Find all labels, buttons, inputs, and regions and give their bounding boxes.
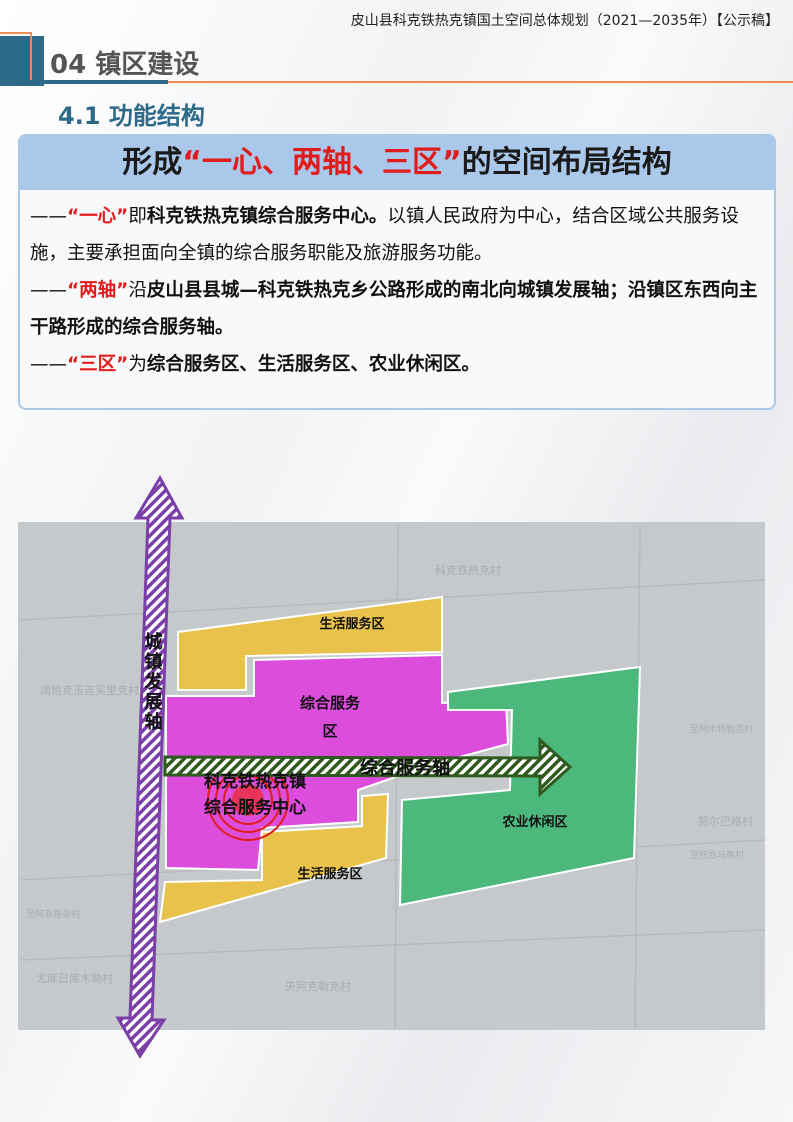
village-label: 至阿亚格亚村 xyxy=(26,908,80,920)
comprehensive-service-axis-arrow xyxy=(163,736,573,798)
zone-label: 区 xyxy=(322,722,337,740)
section-title: 04 镇区建设 xyxy=(50,50,200,80)
subsection-title: 4.1 功能结构 xyxy=(58,102,205,130)
heading-text: 的空间布局结构 xyxy=(461,145,672,180)
village-label: 阔恰克玉吉买里克村 xyxy=(40,683,139,697)
paragraph-three-zones: ——“三区”为综合服务区、生活服务区、农业休闲区。 xyxy=(30,346,764,383)
dash: —— xyxy=(30,280,67,301)
decor-line xyxy=(0,32,32,34)
keyword: “三区” xyxy=(67,354,129,375)
zone-label: 农业休闲区 xyxy=(501,814,567,830)
village-labels: 科克铁热克村 阔恰克玉吉买里克村 至阿木特勒克村 努尔巴格村 至托合马格村 至阿… xyxy=(26,563,753,993)
dash: —— xyxy=(30,206,67,227)
dash: —— xyxy=(30,354,67,375)
heading-highlight: “一心、两轴、三区” xyxy=(182,145,462,180)
decor-line xyxy=(36,80,168,84)
paragraph-one-center: ——“一心”即科克铁热克镇综合服务中心。以镇人民政府为中心，结合区域公共服务设施… xyxy=(30,198,764,272)
zone-label: 生活服务区 xyxy=(319,616,384,632)
paragraph-two-axes: ——“两轴”沿皮山县县城—科克铁热克乡公路形成的南北向城镇发展轴；沿镇区东西向主… xyxy=(30,272,764,346)
section-bar xyxy=(0,36,44,86)
axis-label: 综合服务轴 xyxy=(360,757,450,779)
village-label: 至阿木特勒克村 xyxy=(690,723,753,735)
agricultural-leisure-zone xyxy=(398,665,642,907)
text: 即 xyxy=(128,206,147,227)
axis-label: 城镇发展轴 xyxy=(142,631,164,732)
heading-text: 形成 xyxy=(122,145,183,180)
keyword: “两轴” xyxy=(67,280,129,301)
bold-text: 综合服务区、生活服务区、农业休闲区。 xyxy=(146,354,480,375)
life-service-zone-south xyxy=(158,792,390,924)
divider xyxy=(168,81,793,83)
village-label: 科克铁热克村 xyxy=(435,563,501,577)
life-service-zone-north xyxy=(177,595,443,691)
document-title: 皮山县科克铁热克镇国土空间总体规划（2021—2035年）【公示稿】 xyxy=(350,13,779,29)
text: 沿 xyxy=(128,280,147,301)
summary-body: ——“一心”即科克铁热克镇综合服务中心。以镇人民政府为中心，结合区域公共服务设施… xyxy=(30,198,764,383)
village-label: 至托合马格村 xyxy=(690,849,744,861)
text: 以镇人民政府为中心，结合区域公共服务设施，主要承担面向全镇的综合服务职能及旅游服… xyxy=(30,206,739,264)
center-label: 综合服务中心 xyxy=(204,797,306,818)
keyword: “一心” xyxy=(67,206,129,227)
bold-text: 科克铁热克镇综合服务中心。 xyxy=(146,206,388,227)
decor-line xyxy=(30,32,32,80)
village-label: 努尔巴格村 xyxy=(698,814,753,828)
summary-box: 形成“一心、两轴、三区”的空间布局结构 ——“一心”即科克铁热克镇综合服务中心。… xyxy=(18,134,776,410)
zone-label: 生活服务区 xyxy=(297,866,362,882)
village-label: 尤库日库木勒村 xyxy=(36,971,113,985)
village-label: 央阿克勒克村 xyxy=(285,979,351,993)
bold-text: 皮山县县城—科克铁热克乡公路形成的南北向城镇发展轴；沿镇区东西向主干路形成的综合… xyxy=(30,280,758,338)
town-development-axis-arrow xyxy=(115,474,185,1059)
zone-label: 综合服务 xyxy=(300,694,361,712)
summary-heading: 形成“一心、两轴、三区”的空间布局结构 xyxy=(20,136,774,190)
center-label: 科克铁热克镇 xyxy=(204,771,306,792)
text: 为 xyxy=(128,354,147,375)
